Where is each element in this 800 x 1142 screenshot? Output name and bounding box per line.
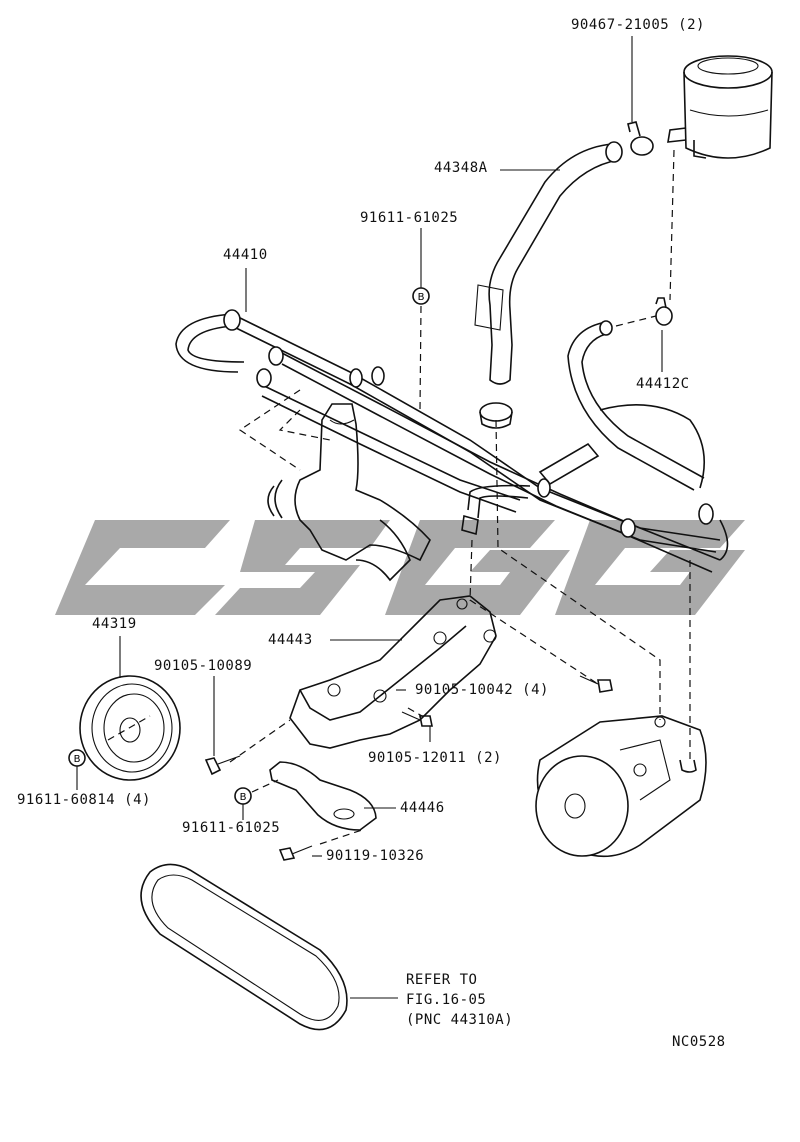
label-44412C: 44412C <box>636 376 690 392</box>
label-91611-61025-top: 91611-61025 <box>360 210 459 226</box>
refer-note-line1: REFER TO <box>406 972 478 988</box>
refer-note-line3: (PNC 44310A) <box>406 1012 514 1028</box>
bolt-90119-10326 <box>278 845 313 861</box>
bolt-90105-10089 <box>204 755 241 776</box>
reservoir-tank <box>667 55 773 159</box>
hose-clamp-top <box>627 121 654 156</box>
label-44443: 44443 <box>268 632 313 648</box>
pump-bracket-44443 <box>289 595 497 749</box>
label-44319: 44319 <box>92 616 137 632</box>
power-steering-pump <box>535 715 707 858</box>
bolt-90105-12011 <box>401 711 433 727</box>
svg-text:B: B <box>74 754 81 765</box>
diagram-id: NC0528 <box>672 1034 726 1050</box>
label-90467-21005: 90467-21005 (2) <box>571 17 705 33</box>
label-91611-60814: 91611-60814 (4) <box>17 792 151 808</box>
badge-b-pulley: B <box>68 749 86 767</box>
watermark-logo <box>55 520 745 615</box>
badge-b-top: B <box>412 287 430 305</box>
suction-hose-44412C <box>538 297 706 491</box>
v-belt <box>140 863 348 1031</box>
svg-text:B: B <box>418 292 425 303</box>
label-90119-10326: 90119-10326 <box>326 848 425 864</box>
return-hose-44348A <box>474 141 623 385</box>
label-44446: 44446 <box>400 800 445 816</box>
label-44348A: 44348A <box>434 160 488 176</box>
label-90105-10089: 90105-10089 <box>154 658 253 674</box>
pump-brace-44446 <box>269 761 377 831</box>
dashed-alignment-lines <box>107 149 691 845</box>
bolt-90105-10042 <box>579 675 613 693</box>
svg-text:B: B <box>240 792 247 803</box>
pressure-feed-tube-44410 <box>175 309 729 573</box>
leader-lines <box>76 36 663 999</box>
label-91611-61025-bottom: 91611-61025 <box>182 820 281 836</box>
badge-b-bottom: B <box>234 787 252 805</box>
refer-note-line2: FIG.16-05 <box>406 992 487 1008</box>
label-90105-10042: 90105-10042 (4) <box>415 682 549 698</box>
label-44410: 44410 <box>223 247 268 263</box>
steering-gear-housing <box>267 403 431 582</box>
label-90105-12011: 90105-12011 (2) <box>368 750 502 766</box>
